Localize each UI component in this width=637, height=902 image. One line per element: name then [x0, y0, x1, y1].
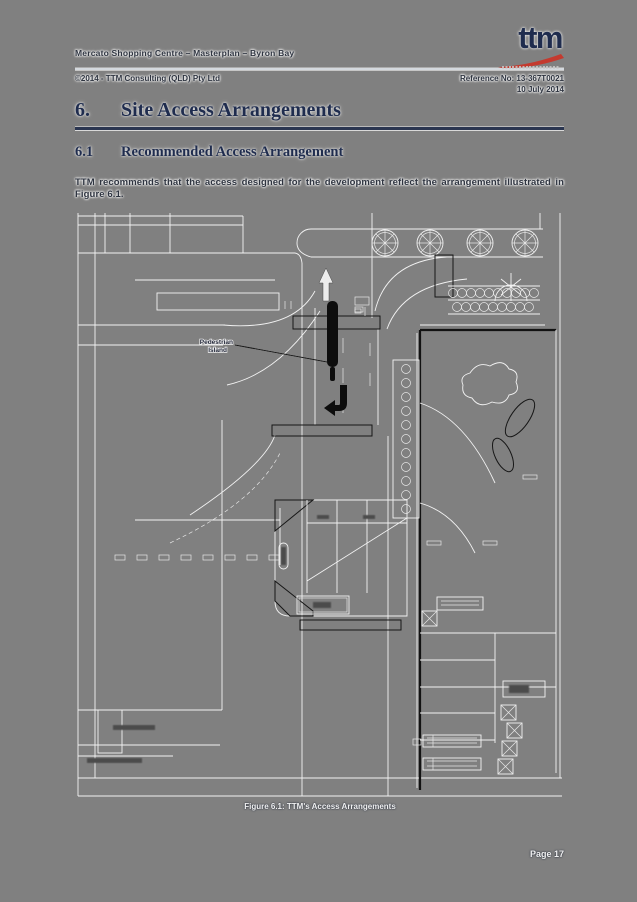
section-heading-rule — [75, 127, 564, 130]
section-title: Site Access Arrangements — [121, 99, 341, 121]
ttm-logo-swoosh-icon — [498, 54, 564, 68]
svg-text:Island: Island — [208, 347, 227, 354]
plan-street-trees — [296, 228, 543, 298]
plan-road-top-left — [78, 213, 321, 386]
plan-building-block — [274, 499, 408, 617]
site-plan-figure: Pedestrian Island — [77, 213, 562, 797]
subsection-title: Recommended Access Arrangement — [121, 144, 344, 160]
section-heading: 6. Site Access Arrangements — [75, 99, 564, 122]
section-number: 6. — [75, 99, 90, 121]
plan-borders — [77, 213, 562, 797]
plan-development-site — [392, 324, 557, 790]
body-paragraph: TTM recommends that the access designed … — [75, 176, 564, 200]
figure-caption: Figure 6.1: TTM's Access Arrangements — [244, 802, 396, 811]
plan-misc-marks — [284, 301, 366, 316]
ttm-logo-tagline — [502, 66, 560, 69]
header-date: 10 July 2014 — [516, 85, 564, 94]
subsection-number: 6.1 — [75, 144, 94, 160]
header-reference: Reference No: 13-367T0021 — [459, 74, 564, 83]
pedestrian-island-label: Pedestrian Island — [199, 338, 328, 363]
plan-parking-area — [412, 596, 556, 775]
ttm-logo: ttm — [498, 22, 564, 69]
svg-text:Pedestrian: Pedestrian — [200, 339, 233, 346]
plan-stairs — [434, 254, 454, 298]
subsection-heading: 6.1 Recommended Access Arrangement — [75, 144, 564, 161]
header-project-title: Mercato Shopping Centre – Masterplan – B… — [75, 48, 295, 58]
plan-left-parcel — [78, 420, 223, 763]
page-number: Page 17 — [529, 849, 564, 859]
ttm-logo-text: ttm — [518, 20, 563, 55]
header-rule — [75, 68, 564, 70]
plan-pedestrian-island — [318, 267, 347, 416]
header-copyright: ©2014 - TTM Consulting (QLD) Pty Ltd — [75, 74, 220, 83]
plan-vegetation-strips — [354, 273, 540, 315]
plan-lane-markings — [114, 554, 280, 561]
